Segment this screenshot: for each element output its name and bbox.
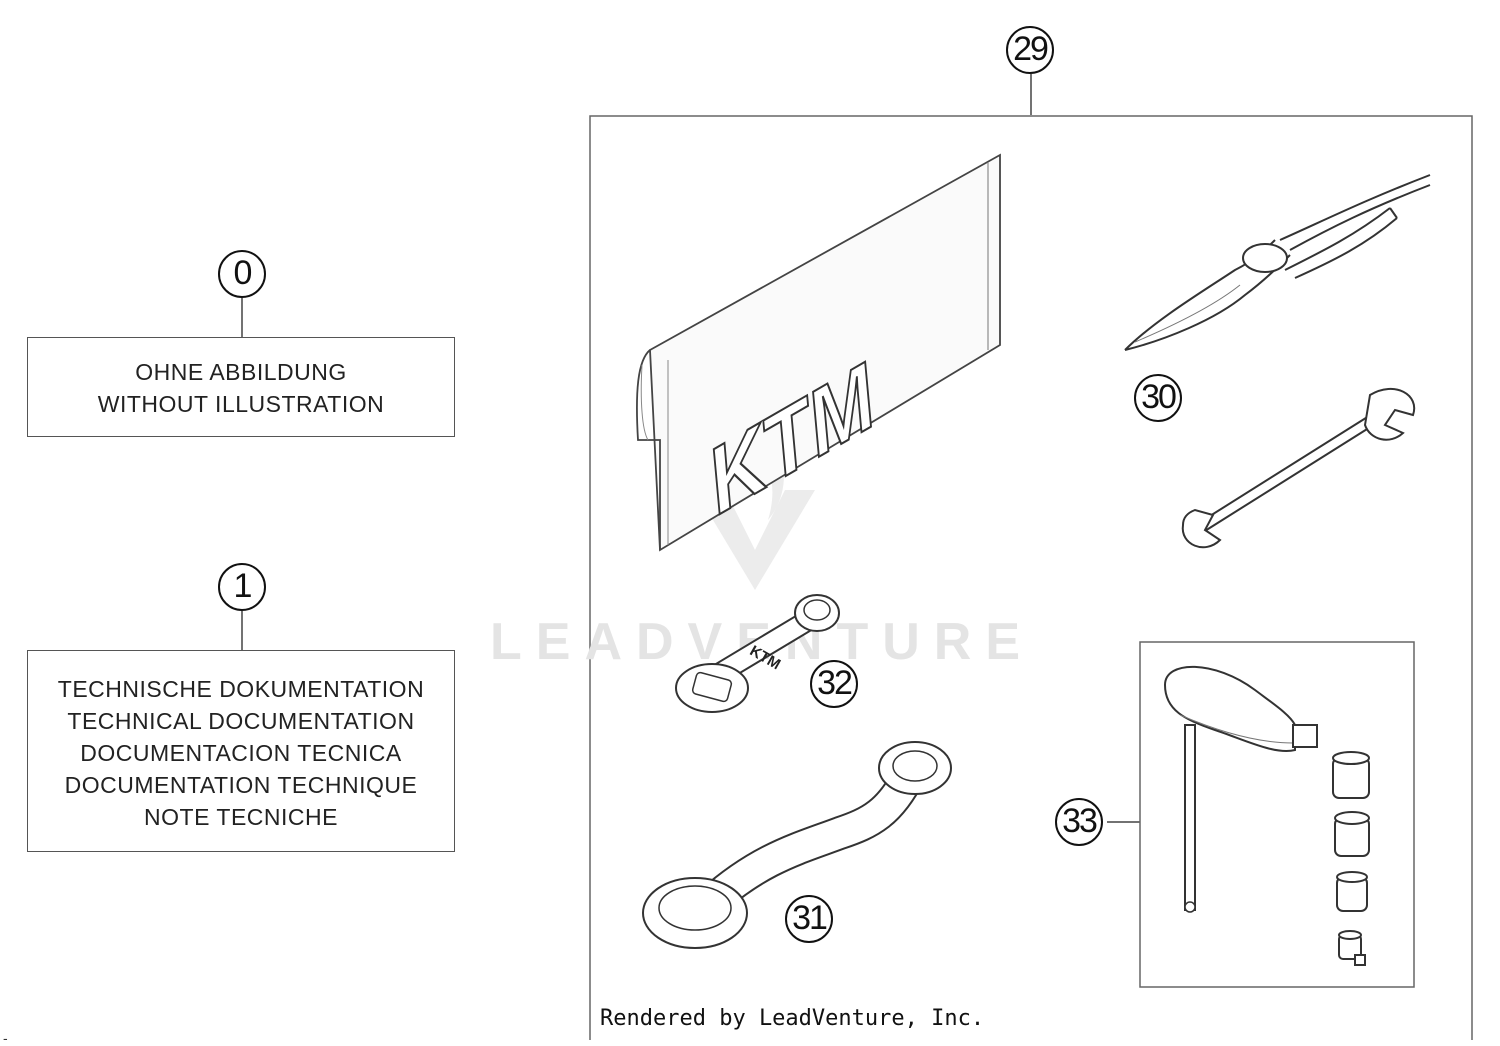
pliers-drawing [1124, 174, 1431, 351]
without-illustration-box: OHNE ABBILDUNG WITHOUT ILLUSTRATION [27, 337, 455, 437]
box1-line-en: TECHNICAL DOCUMENTATION [67, 708, 415, 734]
socket-1 [1332, 751, 1370, 799]
box1-line-fr: DOCUMENTATION TECHNIQUE [64, 772, 418, 798]
small-box-wrench-drawing: KTM [675, 594, 840, 713]
socket-4 [1338, 930, 1366, 966]
callout-30[interactable]: 30 [1134, 374, 1182, 422]
socket-2 [1334, 811, 1370, 857]
t-handle-socket-set-drawing [1163, 665, 1370, 966]
tool-pouch-drawing: KTM [636, 153, 1001, 552]
open-end-wrench-drawing [1181, 388, 1416, 549]
box1-line-it: NOTE TECNICHE [144, 804, 338, 830]
box1-line-es: DOCUMENTACION TECNICA [80, 740, 402, 766]
large-box-wrench-drawing [642, 741, 952, 949]
corner-mark: - [3, 1030, 8, 1046]
box0-line-de: OHNE ABBILDUNG [135, 359, 347, 385]
callout-33[interactable]: 33 [1055, 798, 1103, 846]
callout-32[interactable]: 32 [810, 660, 858, 708]
box0-line-en: WITHOUT ILLUSTRATION [97, 391, 385, 417]
callout-1[interactable]: 1 [218, 563, 266, 611]
technical-documentation-box: TECHNISCHE DOKUMENTATION TECHNICAL DOCUM… [27, 650, 455, 852]
callout-29[interactable]: 29 [1006, 26, 1054, 74]
callout-0[interactable]: 0 [218, 250, 266, 298]
socket-3 [1336, 871, 1368, 912]
box1-line-de: TECHNISCHE DOKUMENTATION [57, 676, 425, 702]
render-credit: Rendered by LeadVenture, Inc. [600, 1006, 985, 1031]
callout-31[interactable]: 31 [785, 895, 833, 943]
